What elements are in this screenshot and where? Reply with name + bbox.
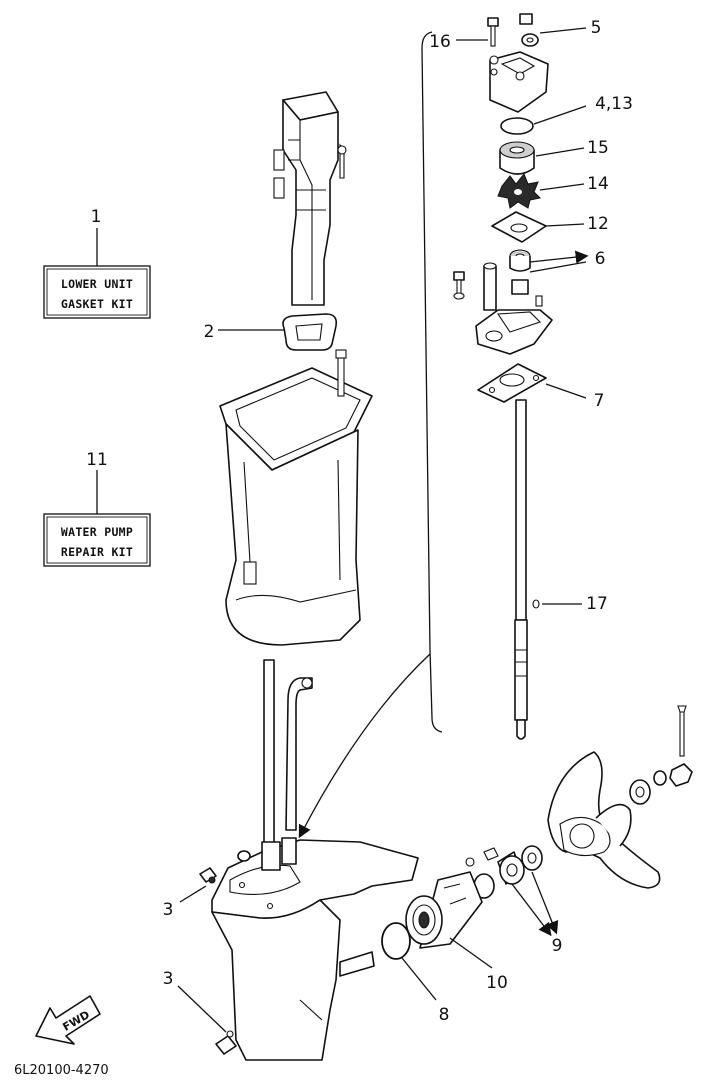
lower-unit-line2: GASKET KIT [61,297,133,311]
o-ring-4-13: 4,13 [500,94,633,135]
callout-5: 5 [591,18,602,38]
bearing-housing-10: 10 [405,871,508,993]
callout-14: 14 [587,174,609,194]
callout-3-upper: 3 [163,900,174,920]
lower-unit-gasket-kit: 1 LOWER UNIT GASKET KIT [43,207,151,319]
exhaust-guide-part [273,91,347,306]
lower-casing-part [211,837,419,1061]
oil-seals-6: 6 [509,249,606,295]
callout-2: 2 [204,322,215,342]
insert-cartridge-15: 15 [499,138,609,175]
gasket-7: 7 [477,363,605,411]
callout-9: 9 [552,936,563,956]
pump-base [475,309,553,355]
water-pump-repair-kit: 11 WATER PUMP REPAIR KIT [43,450,151,567]
propeller [547,751,661,889]
diagram-code: 6L20100-4270 [14,1063,109,1078]
water-tube-part [263,659,313,861]
callout-10: 10 [486,973,508,993]
callout-6: 6 [595,249,606,269]
screw-3-upper: 3 [163,867,217,920]
callout-3-lower: 3 [163,969,174,989]
callout-17: 17 [586,594,608,614]
bushings-9: 9 [465,845,563,956]
water-pump-line1: WATER PUMP [61,525,133,539]
grommet-5: 5 [521,18,602,47]
water-pump-line2: REPAIR KIT [61,545,133,559]
o-ring-8: 8 [381,922,450,1025]
prop-hardware [629,705,693,805]
callout-12: 12 [587,214,609,234]
lower-unit-line1: LOWER UNIT [61,277,133,291]
drive-shaft [514,399,528,740]
callout-15: 15 [587,138,609,158]
gasket-2: 2 [204,313,338,351]
upper-casing-part [219,349,373,646]
callout-7: 7 [594,391,605,411]
screw-3-lower: 3 [163,969,237,1055]
kit-ref-1: 1 [91,207,102,227]
bolt-16: 16 [429,13,533,52]
pin-17: 17 [532,594,608,614]
tube-fitting [453,262,543,311]
kit-bracket [298,31,443,839]
impeller-14: 14 [497,173,609,209]
kit-ref-11: 11 [86,450,108,470]
pump-housing [489,51,549,113]
callout-16: 16 [429,32,451,52]
fwd-arrow: FWD [35,995,101,1045]
callout-8: 8 [439,1005,450,1025]
callout-4-13: 4,13 [595,94,633,114]
outer-plate-12: 12 [491,211,609,243]
